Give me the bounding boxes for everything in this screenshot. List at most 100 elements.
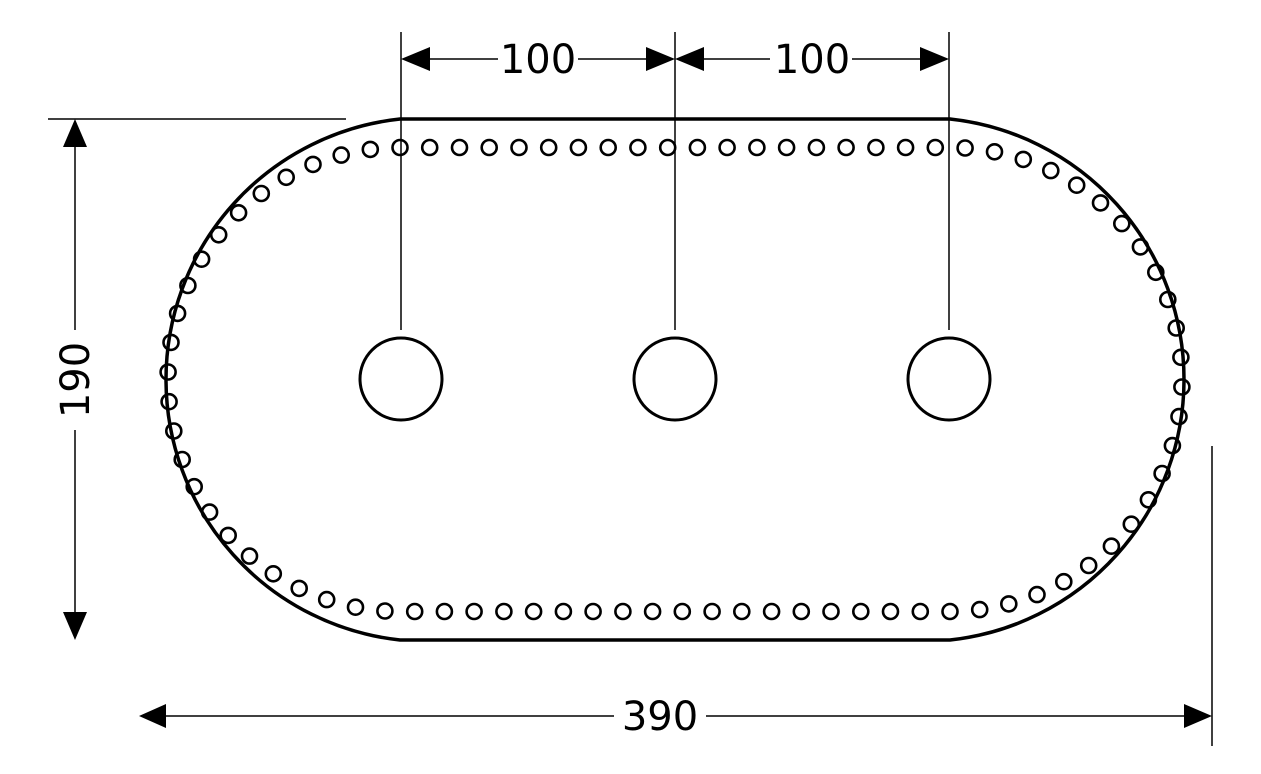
edge-dot: [252, 184, 271, 203]
dimension-label-height: 190: [53, 342, 99, 418]
edge-dot: [1153, 464, 1171, 483]
arrowhead: [401, 47, 430, 71]
edge-dot: [851, 602, 870, 621]
edge-dot: [162, 333, 180, 352]
dimension-height: 190: [53, 119, 99, 640]
edge-dot: [524, 602, 543, 621]
edge-dot: [1091, 194, 1110, 212]
hole-center: [632, 336, 718, 422]
edge-dot: [792, 602, 811, 621]
edge-dot: [304, 155, 322, 174]
edge-dot: [985, 143, 1004, 161]
edge-dot: [1173, 378, 1191, 396]
edge-dot: [450, 138, 469, 157]
edge-dot: [1163, 436, 1182, 455]
edge-dot: [192, 250, 211, 269]
edge-dot: [732, 602, 751, 621]
edge-dot: [911, 602, 930, 621]
dimension-width: 390: [139, 694, 1212, 740]
edge-dot: [168, 304, 187, 323]
edge-dot: [1147, 263, 1165, 282]
edge-dot: [435, 602, 454, 621]
hole-group: [358, 336, 992, 422]
dimension-spacing-left: 100: [401, 37, 675, 83]
dimension-label-width: 390: [622, 694, 698, 740]
edge-dot: [420, 138, 439, 157]
edge-dot: [762, 602, 781, 621]
edge-dot: [209, 226, 228, 244]
edge-dot: [465, 602, 483, 621]
edge-dot: [332, 146, 351, 164]
edge-dot: [480, 138, 499, 157]
arrowhead: [139, 704, 166, 728]
edge-dot: [346, 598, 365, 617]
edge-dot: [941, 602, 959, 621]
hole-right: [906, 336, 992, 422]
edge-dot: [1014, 150, 1033, 169]
edge-dot: [510, 138, 528, 157]
edge-dot: [219, 526, 237, 545]
edge-dot: [1122, 515, 1141, 534]
hole-left: [358, 336, 444, 422]
extension-lines: [48, 32, 1213, 746]
edge-dot: [748, 138, 766, 157]
arrowhead: [920, 47, 949, 71]
dimension-label-spacing-right: 100: [774, 37, 850, 83]
edge-dot: [1028, 585, 1046, 604]
arrowhead: [675, 47, 704, 71]
edge-dot: [229, 204, 248, 222]
edge-dot: [159, 363, 177, 381]
edge-dot: [179, 276, 197, 295]
arrowhead: [63, 119, 87, 147]
edge-dot: [290, 579, 309, 598]
edge-dot: [999, 595, 1018, 613]
edge-dot: [688, 138, 707, 157]
edge-dot: [777, 138, 796, 157]
edge-dot: [1067, 176, 1086, 194]
edge-dot: [1131, 238, 1150, 256]
edge-dot: [200, 503, 219, 521]
edge-dot: [569, 138, 588, 157]
edge-dot: [807, 138, 826, 157]
edge-dot: [1079, 556, 1098, 575]
edge-dot: [822, 602, 840, 621]
edge-dot: [926, 138, 945, 157]
edge-dot: [264, 564, 283, 583]
edge-dot: [599, 138, 618, 157]
edge-dot: [703, 602, 721, 621]
arrowhead: [63, 612, 87, 640]
edge-dot: [391, 138, 409, 157]
edge-dot: [173, 450, 191, 469]
edge-dot: [554, 602, 573, 621]
edge-dot: [1113, 214, 1131, 233]
edge-dot: [1172, 348, 1190, 367]
edge-dot: [970, 600, 989, 619]
edge-dot: [376, 602, 394, 620]
edge-dot: [1139, 490, 1158, 509]
edge-dot: [584, 602, 602, 621]
edge-dot: [165, 422, 183, 440]
edge-dot: [361, 140, 380, 159]
edge-dot: [405, 602, 424, 621]
edge-dot: [896, 138, 915, 157]
edge-dot: [867, 138, 885, 157]
edge-dot: [643, 602, 662, 621]
edge-dot: [718, 138, 736, 157]
edge-dot: [539, 138, 558, 157]
edge-dot: [240, 547, 259, 565]
edge-dot: [658, 138, 677, 157]
edge-dot: [1055, 572, 1073, 591]
arrowhead: [1184, 704, 1212, 728]
edge-dot: [1102, 537, 1121, 556]
dimension-label-spacing-left: 100: [500, 37, 576, 83]
edge-dot: [277, 168, 296, 187]
edge-dot-ring: [159, 138, 1191, 621]
arrowhead: [646, 47, 675, 71]
edge-dot: [185, 477, 203, 496]
dimension-spacing-right: 100: [675, 37, 949, 83]
edge-dot: [1167, 319, 1185, 337]
edge-dot: [881, 602, 900, 621]
edge-dot: [160, 392, 178, 411]
edge-dot: [317, 590, 336, 609]
